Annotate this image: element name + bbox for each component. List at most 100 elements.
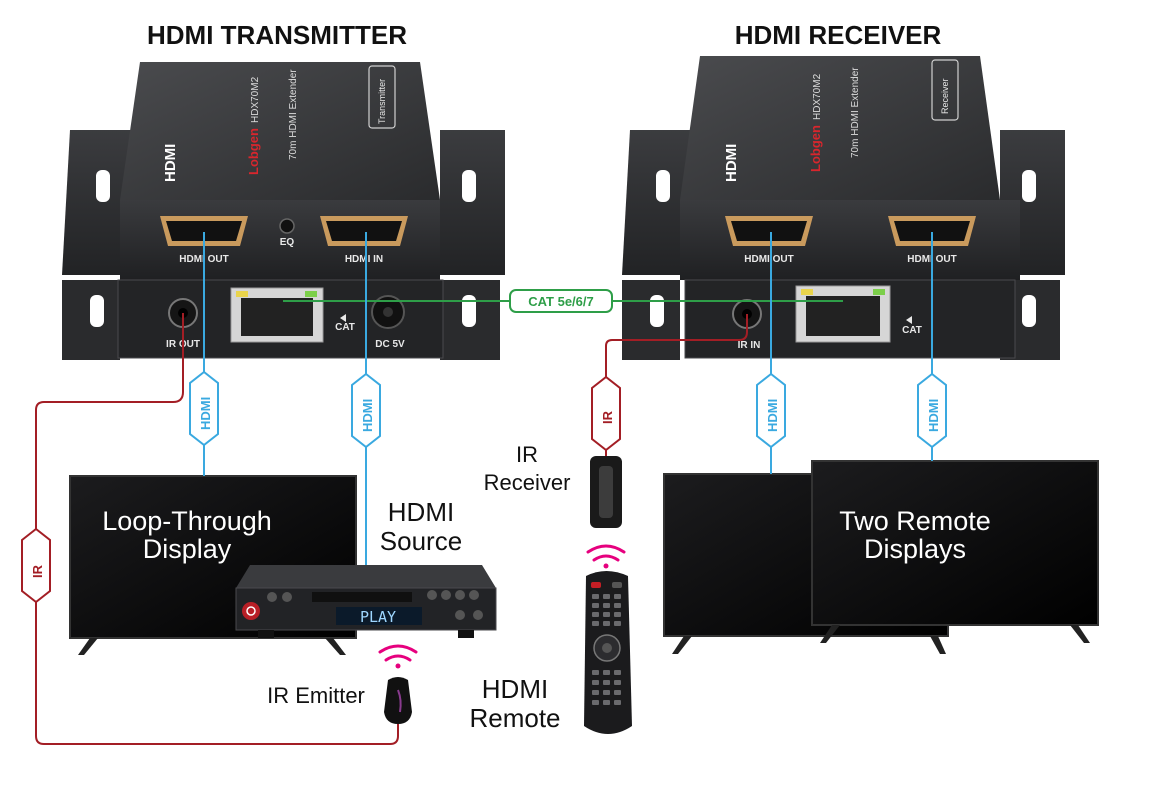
ir-emitter-device bbox=[384, 677, 412, 724]
hdmi-cable-tag-rx-out-1: HDMI bbox=[756, 372, 786, 449]
ir-emitter-highlight bbox=[397, 689, 402, 713]
player-display-text: PLAY bbox=[360, 608, 396, 626]
remote-ok-button bbox=[602, 643, 612, 653]
rx-subtitle: 70m HDMI Extender bbox=[850, 67, 861, 158]
rx-cat-led bbox=[801, 289, 813, 295]
tx-cat-led bbox=[305, 291, 317, 297]
tx-badge-frame bbox=[368, 65, 396, 129]
remote-signal-icon bbox=[586, 544, 626, 569]
rx-mount-slot bbox=[650, 295, 664, 327]
tx-cat-arrow-icon bbox=[340, 314, 346, 322]
rx-cat-led bbox=[873, 289, 885, 295]
player-button bbox=[469, 590, 479, 600]
remote-button bbox=[612, 582, 622, 588]
player-button bbox=[282, 592, 292, 602]
loop-display-label-1: Loop-Through bbox=[102, 506, 272, 536]
hdmi-remote bbox=[584, 571, 632, 734]
player-foot bbox=[258, 630, 274, 638]
remote-label-1: HDMI bbox=[482, 674, 548, 704]
remote-label-2: Remote bbox=[469, 703, 560, 733]
tx-eq-knob bbox=[279, 218, 295, 234]
tx-dc-label: DC 5V bbox=[375, 339, 405, 350]
rx-hdmi-out-port-2-inner bbox=[894, 221, 970, 241]
hdmi-tag-label: HDMI bbox=[765, 399, 780, 432]
tx-mount-slot bbox=[462, 170, 476, 202]
player-button bbox=[427, 590, 437, 600]
rx-hdmi-logo: HDMI bbox=[723, 144, 740, 182]
hdmi-source-label-1: HDMI bbox=[388, 497, 454, 527]
tx-mount-plate-right bbox=[440, 130, 505, 275]
rx-mount-slot bbox=[656, 170, 670, 202]
tx-hdmi-in-label: HDMI IN bbox=[345, 254, 383, 265]
remote-display-2-screen bbox=[811, 460, 1099, 626]
rx-mount-slot bbox=[1022, 295, 1036, 327]
loop-display-label-2: Display bbox=[143, 534, 232, 564]
player-disc-tray bbox=[312, 592, 412, 602]
rx-hdmi-out-1-label: HDMI OUT bbox=[744, 254, 793, 265]
tx-hdmi-logo: HDMI bbox=[162, 144, 179, 182]
rx-top-panel bbox=[680, 56, 1000, 200]
tx-cat-led bbox=[236, 291, 248, 297]
remote-display-1-foot bbox=[930, 636, 946, 654]
ir-receiver-window bbox=[599, 466, 613, 518]
tx-subtitle: 70m HDMI Extender bbox=[288, 69, 299, 160]
rx-cat-arrow-icon bbox=[906, 316, 912, 324]
loop-display-foot bbox=[78, 638, 98, 655]
ir-receiver-device bbox=[590, 456, 622, 528]
ir-tag-label: IR bbox=[30, 564, 45, 578]
ir-cable-tag-receiver: IR bbox=[591, 375, 621, 452]
hdmi-cable-tag-tx-out: HDMI bbox=[189, 370, 219, 447]
hdmi-tag-label: HDMI bbox=[360, 399, 375, 432]
player-foot bbox=[458, 630, 474, 638]
player-display bbox=[336, 607, 422, 625]
hdmi-tag-label: HDMI bbox=[198, 397, 213, 430]
player-button bbox=[267, 592, 277, 602]
tx-top-panel bbox=[120, 62, 440, 200]
cat-cable-tag bbox=[509, 289, 613, 313]
rx-hdmi-out-port-1-inner bbox=[731, 221, 807, 241]
rx-brand: Lobgen bbox=[808, 125, 823, 172]
rx-ir-in-label: IR IN bbox=[738, 340, 761, 351]
emitter-signal-icon bbox=[378, 644, 418, 669]
tx-hdmi-in-port-inner bbox=[326, 221, 402, 241]
hdmi-cable-tag-tx-in: HDMI bbox=[351, 372, 381, 449]
remote-power-button bbox=[591, 582, 601, 588]
remote-lower-keys bbox=[592, 670, 621, 705]
tx-brand: Lobgen bbox=[246, 128, 261, 175]
remote-displays-label-2: Displays bbox=[864, 534, 966, 564]
loop-display-foot bbox=[325, 638, 346, 655]
player-power-icon-ring bbox=[246, 606, 256, 616]
rx-cat-label: CAT bbox=[902, 325, 922, 336]
remote-displays: Two Remote Displays bbox=[663, 460, 1099, 654]
transmitter-title: HDMI TRANSMITTER bbox=[147, 20, 407, 50]
transmitter-unit: HDMI Lobgen HDX70M2 70m HDMI Extender Tr… bbox=[62, 62, 505, 360]
ir-receiver-label-2: Receiver bbox=[484, 470, 571, 495]
player-button bbox=[455, 590, 465, 600]
tx-cat-port-inner bbox=[241, 298, 313, 336]
remote-keypad bbox=[592, 594, 621, 626]
ir-emitter-body bbox=[384, 677, 412, 724]
tx-hdmi-out-port-inner bbox=[166, 221, 242, 241]
tx-mount-slot bbox=[96, 170, 110, 202]
remote-display-2-foot bbox=[1070, 625, 1090, 643]
tx-badge: Transmitter bbox=[377, 79, 387, 124]
tx-mount-slot bbox=[90, 295, 104, 327]
receiver-unit: HDMI Lobgen HDX70M2 70m HDMI Extender Re… bbox=[622, 56, 1065, 360]
rx-badge-frame bbox=[931, 59, 959, 121]
rx-model: HDX70M2 bbox=[812, 73, 823, 120]
rx-badge: Receiver bbox=[940, 78, 950, 114]
ir-cable-receiver bbox=[605, 314, 748, 456]
player-button bbox=[441, 590, 451, 600]
tx-mount-slot bbox=[462, 295, 476, 327]
tx-model: HDX70M2 bbox=[250, 76, 261, 123]
tx-cat-label: CAT bbox=[335, 322, 355, 333]
tx-eq-label: EQ bbox=[280, 237, 295, 248]
ir-emitter-label: IR Emitter bbox=[267, 683, 365, 708]
ir-receiver-label-1: IR bbox=[516, 442, 538, 467]
tx-dc-jack-hole bbox=[383, 307, 393, 317]
ir-cable-tag-emitter: IR bbox=[21, 527, 51, 604]
cat-cable-label: CAT 5e/6/7 bbox=[528, 294, 594, 309]
player-top bbox=[236, 565, 496, 588]
hdmi-cable-tag-rx-out-2: HDMI bbox=[917, 372, 947, 449]
player-button bbox=[473, 610, 483, 620]
